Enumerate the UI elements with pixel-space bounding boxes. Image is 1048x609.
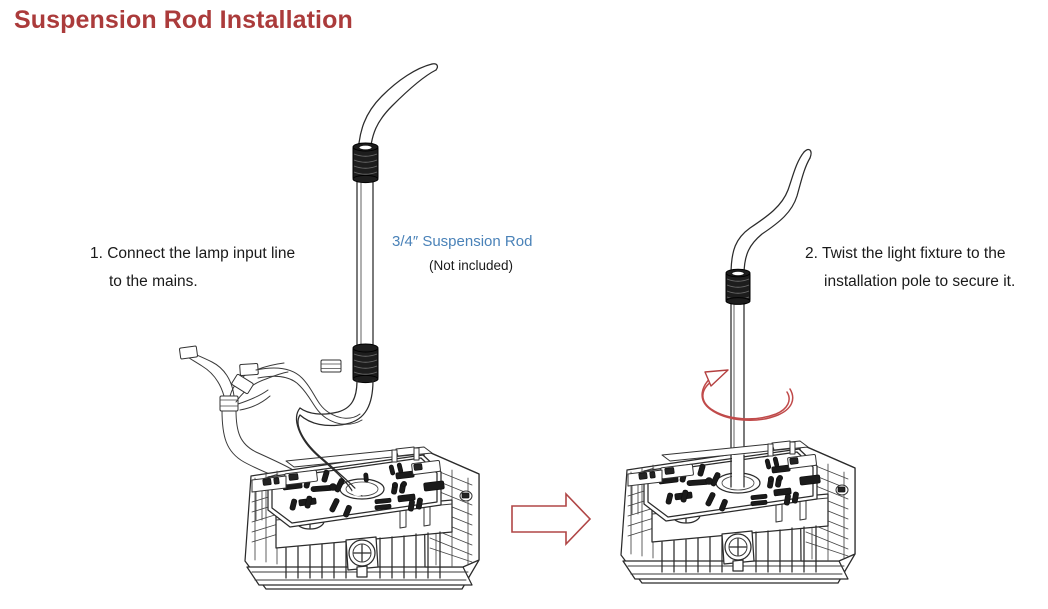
fixture-side-connector-left: [251, 475, 287, 521]
rotate-arrow-icon: [701, 369, 794, 421]
fixture-center-screw-left: [345, 536, 379, 578]
step-1-line-1: 1. Connect the lamp input line: [90, 245, 296, 262]
fixture-center-screw-right: [721, 530, 755, 572]
led-flood-light-fixture-left: [244, 407, 480, 590]
lower-threaded-coupling-left: [352, 343, 379, 384]
step-2-caption: 2. Twist the light fixture to the instal…: [805, 240, 1015, 296]
fixture-top-plate-markings-right: [658, 456, 821, 512]
led-flood-light-fixture-right: [620, 440, 856, 584]
fixture-side-connector-right: [627, 469, 663, 515]
wire-harness: [179, 345, 363, 489]
suspension-rod-sublabel: (Not included): [429, 258, 514, 273]
step-2-line-1: 2. Twist the light fixture to the: [805, 245, 1006, 262]
suspension-rod-left: [356, 63, 438, 349]
upper-threaded-coupling-left: [352, 142, 379, 184]
suspension-rod-label: 3/4″ Suspension Rod: [392, 233, 533, 250]
step-2-line-2: installation pole to secure it.: [824, 273, 1016, 290]
step-1-line-2: to the mains.: [109, 273, 198, 290]
right-arrow-icon: [511, 492, 592, 546]
step-1-caption: 1. Connect the lamp input line to the ma…: [90, 240, 295, 296]
threaded-coupling-right: [725, 268, 751, 305]
page-title: Suspension Rod Installation: [14, 6, 353, 34]
